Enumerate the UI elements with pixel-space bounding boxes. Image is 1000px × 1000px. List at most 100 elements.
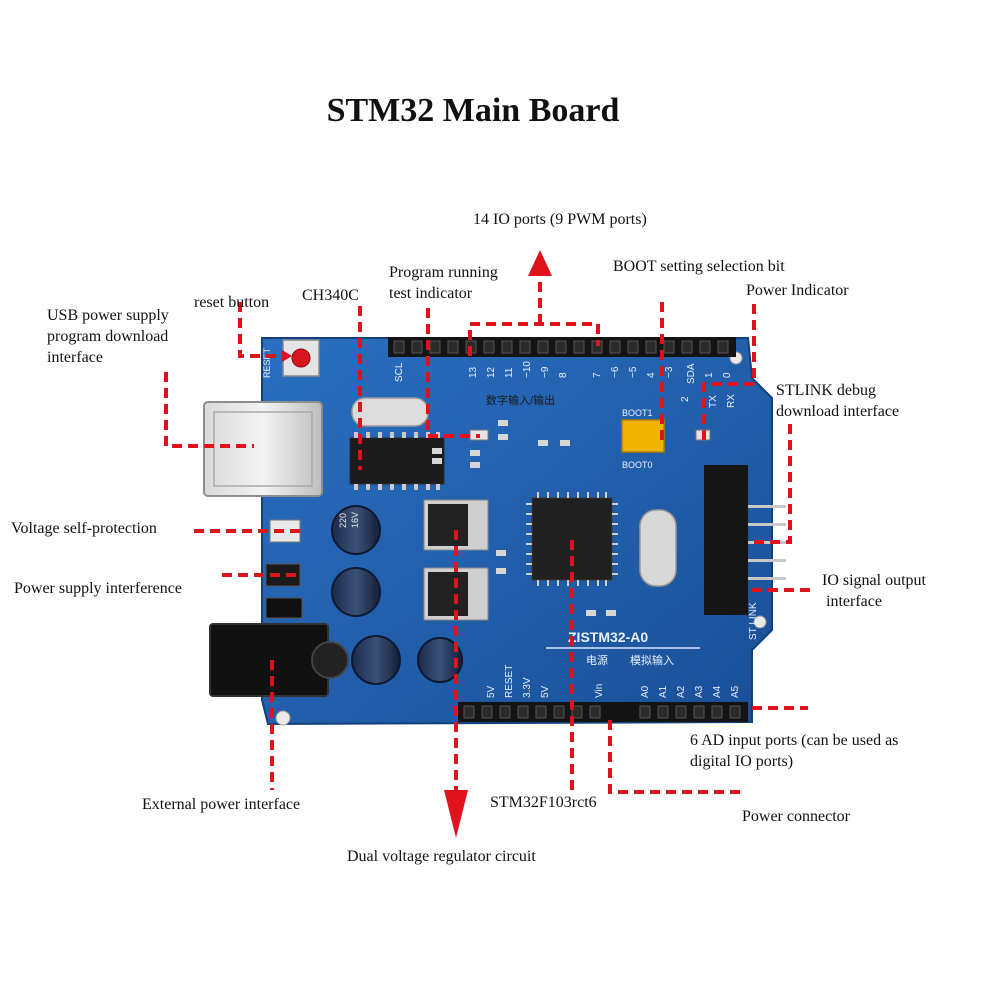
pin-5: ~5 <box>628 366 639 378</box>
side-header-pins <box>748 505 786 580</box>
smd-passives <box>432 420 616 616</box>
pin-a2: A2 <box>676 685 687 698</box>
program-indicator-line <box>426 308 480 438</box>
label-reset: reset button <box>194 294 270 311</box>
reset-arrowhead <box>282 350 292 362</box>
pin-11: 11 <box>504 367 515 378</box>
pin-1: 1 <box>704 372 715 378</box>
annotation-lines <box>164 276 812 794</box>
label-usb-line3: interface <box>47 349 103 366</box>
cap-value: 220 <box>338 513 348 528</box>
label-stlink-line2: download interface <box>776 403 900 420</box>
label-stlink: STLINK debug download interface <box>776 380 899 422</box>
label-ch340: CH340C <box>302 287 359 304</box>
label-stm32: STM32F103rct6 <box>490 794 597 811</box>
label-ad-ports-line1: 6 AD input ports (can be used as <box>690 732 899 749</box>
silk-boot0: BOOT0 <box>622 460 653 470</box>
power-connector-line <box>608 720 740 794</box>
pin-a4: A4 <box>712 685 723 698</box>
label-io-signal-line1: IO signal output <box>822 572 926 589</box>
label-power-connector: Power connector <box>742 808 850 825</box>
pin-a5: A5 <box>730 685 741 698</box>
reset-switch <box>282 339 320 377</box>
pin-0: 0 <box>722 372 733 378</box>
mcu-crystal <box>639 509 677 587</box>
pin-2: 2 <box>680 396 691 402</box>
capacitor-2 <box>331 567 381 617</box>
label-usb-line2: program download <box>47 328 169 345</box>
label-power-interference: Power supply interference <box>14 580 182 597</box>
bottom-pin-labels: 5V RESET 3.3V 5V Vin A0 A1 A2 A3 A4 A5 <box>486 665 741 698</box>
smd-diode <box>265 597 303 619</box>
pin-tx: TX <box>708 395 719 408</box>
usb-line <box>164 372 254 448</box>
pin-4: 4 <box>646 372 657 378</box>
label-boot: BOOT setting selection bit <box>613 258 785 275</box>
label-program-running-line1: Program running <box>389 264 498 281</box>
stm32-mcu-chip <box>531 497 613 581</box>
mount-hole <box>275 710 291 726</box>
pin-8: 8 <box>558 372 569 378</box>
pin-3v3: 3.3V <box>522 677 533 698</box>
silk-boot1: BOOT1 <box>622 408 653 418</box>
label-io-signal-line2: interface <box>826 593 882 610</box>
label-program-running-line2: test indicator <box>389 285 473 302</box>
pin-vin: Vin <box>594 684 605 698</box>
label-io-ports: 14 IO ports (9 PWM ports) <box>473 211 647 228</box>
silk-analog: 模拟输入 <box>630 653 674 667</box>
pin-a1: A1 <box>658 685 669 698</box>
pin-10: ~10 <box>522 361 533 378</box>
label-program-running: Program running test indicator <box>389 262 498 304</box>
label-ad-ports-line2: digital IO ports) <box>690 753 794 770</box>
mcu-pins <box>526 492 618 586</box>
bottom-header-pins <box>463 705 741 719</box>
pin-6: ~6 <box>610 366 621 378</box>
io-ports-arrowhead <box>528 250 552 276</box>
pin-a3: A3 <box>694 685 705 698</box>
label-ad-ports: 6 AD input ports (can be used as digital… <box>690 730 898 772</box>
pin-a0: A0 <box>640 685 651 698</box>
pin-reset: RESET <box>504 665 515 698</box>
mount-hole <box>753 615 767 629</box>
capacitor-3 <box>351 635 401 685</box>
pin-5v: 5V <box>486 685 497 698</box>
stlink-line <box>752 424 792 544</box>
label-usb: USB power supply program download interf… <box>47 305 169 368</box>
label-voltage-protection: Voltage self-protection <box>11 520 157 537</box>
pin-5v-2: 5V <box>540 685 551 698</box>
pin-3: ~3 <box>664 366 675 378</box>
label-stlink-line1: STLINK debug <box>776 382 876 399</box>
ch340-pins <box>354 432 440 490</box>
label-usb-line1: USB power supply <box>47 307 169 324</box>
pin-7: 7 <box>592 372 603 378</box>
capacitor-4 <box>417 637 463 683</box>
usb-b-connector <box>203 401 323 497</box>
silk-power: 电源 <box>586 653 608 667</box>
io-ports-bracket <box>468 322 600 356</box>
reset-line <box>238 302 282 358</box>
pin-12: 12 <box>486 366 497 378</box>
label-power-indicator: Power Indicator <box>746 282 849 299</box>
silk-model: ZISTM32-A0 <box>568 629 648 645</box>
label-io-signal: IO signal output interface <box>822 570 926 612</box>
capacitor-markings: 220 16V <box>338 512 360 528</box>
top-pin-labels: SCL SDA 13 12 11 ~10 ~9 8 7 ~6 ~5 4 ~3 2… <box>394 361 737 408</box>
crystal-oscillator <box>351 397 429 427</box>
capacitor-1 <box>331 505 381 555</box>
label-dual-regulator: Dual voltage regulator circuit <box>347 848 536 865</box>
pin-9: ~9 <box>540 366 551 378</box>
label-external-power: External power interface <box>142 796 301 813</box>
page-title: STM32 Main Board <box>326 92 620 129</box>
pin-scl: SCL <box>394 362 405 382</box>
ch340-chip <box>349 437 445 485</box>
power-indicator-line-2 <box>702 382 754 440</box>
interference-filter <box>265 563 301 587</box>
cap-voltage: 16V <box>350 512 360 528</box>
silk-digital-io: 数字输入/输出 <box>486 393 555 407</box>
dc-power-jack <box>209 623 329 697</box>
silk-left-reset: RESET <box>262 347 272 378</box>
pin-13: 13 <box>468 366 479 378</box>
boot-jumper <box>621 419 665 453</box>
pin-sda: SDA <box>686 363 697 384</box>
